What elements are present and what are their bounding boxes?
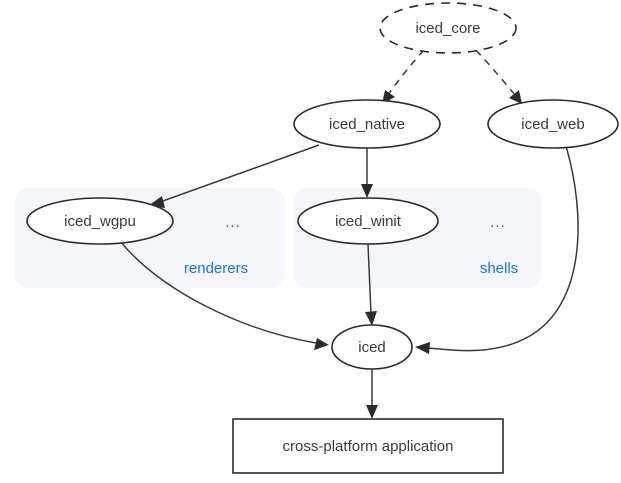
edge-iced-wgpu-to-iced-line: [119, 240, 317, 344]
node-iced-core[interactable]: iced_core: [379, 2, 517, 54]
node-iced-core-ellipse[interactable]: [379, 2, 517, 54]
edge-iced-winit-to-iced-arrowhead: [365, 311, 377, 326]
edge-iced-native-to-iced-winit-arrowhead: [361, 184, 373, 198]
node-iced-core-label: iced_core: [415, 20, 480, 37]
node-iced-native[interactable]: iced_native: [293, 99, 441, 149]
node-iced-wgpu[interactable]: iced_wgpu: [26, 197, 174, 245]
edge-iced-core-to-iced-web: [475, 49, 522, 104]
edge-iced-web-to-iced: [415, 145, 579, 354]
edge-iced-web-to-iced-line: [427, 145, 579, 352]
cluster-shells-label: shells: [480, 260, 518, 277]
edge-iced-core-to-iced-native-line: [387, 49, 425, 96]
node-iced-winit-label: iced_winit: [335, 213, 402, 230]
node-application-label: cross-platform application: [283, 438, 454, 455]
edge-iced-core-to-iced-native: [382, 49, 425, 104]
node-iced-winit-ellipse[interactable]: [297, 197, 439, 245]
edge-iced-wgpu-to-iced-arrowhead: [314, 338, 329, 350]
node-iced-wgpu-ellipse[interactable]: [26, 197, 174, 245]
node-iced-ellipse[interactable]: [331, 324, 413, 370]
node-iced-wgpu-label: iced_wgpu: [64, 213, 136, 230]
node-iced-web[interactable]: iced_web: [487, 99, 619, 149]
node-renderers-ellipsis-label: ...: [225, 214, 241, 231]
node-iced-winit[interactable]: iced_winit: [297, 197, 439, 245]
edge-iced-to-application: [366, 369, 378, 419]
node-iced-label: iced: [358, 339, 386, 356]
edge-iced-to-application-arrowhead: [366, 405, 378, 419]
node-iced-web-label: iced_web: [521, 116, 584, 133]
edge-iced-winit-to-iced: [365, 243, 377, 326]
node-iced[interactable]: iced: [331, 324, 413, 370]
edge-iced-winit-to-iced-line: [367, 243, 372, 315]
node-iced-native-ellipse[interactable]: [293, 99, 441, 149]
edge-iced-native-to-iced-winit: [361, 148, 373, 198]
edge-iced-native-to-iced-wgpu-line: [159, 144, 320, 203]
cluster-renderers-label: renderers: [184, 260, 248, 277]
node-shells-ellipsis-label: ...: [490, 214, 506, 231]
edge-iced-web-to-iced-arrowhead: [415, 342, 430, 354]
node-iced-web-ellipse[interactable]: [487, 99, 619, 149]
node-application-box[interactable]: [232, 418, 504, 474]
edge-iced-core-to-iced-web-arrowhead: [509, 90, 522, 104]
node-iced-native-label: iced_native: [329, 116, 405, 133]
edge-iced-core-to-iced-web-line: [475, 49, 516, 96]
edge-iced-wgpu-to-iced: [119, 240, 329, 350]
node-application[interactable]: cross-platform application: [232, 418, 504, 474]
